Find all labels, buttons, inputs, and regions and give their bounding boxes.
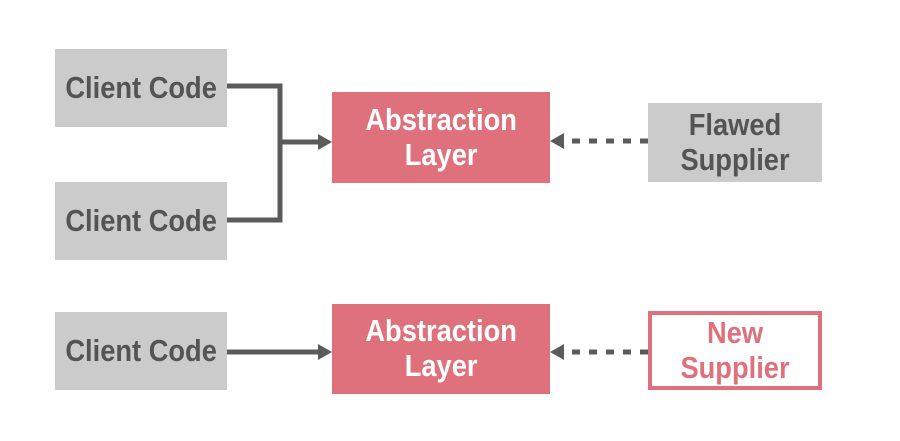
merge-connector-line: [227, 83, 283, 223]
abstraction-line1: Abstraction: [365, 101, 517, 137]
client-code-box-3: Client Code: [55, 312, 227, 390]
abstraction-layer-label: Abstraction Layer: [365, 101, 517, 172]
dashed-arrow-bottom-head: [550, 344, 564, 360]
abstraction-layer-box-bottom: Abstraction Layer: [332, 304, 550, 394]
client-code-label: Client Code: [65, 69, 217, 105]
abstraction-line2: Layer: [404, 348, 478, 383]
client-code-box-2: Client Code: [55, 182, 227, 260]
client-code-label: Client Code: [65, 332, 217, 368]
new-supplier-label: New Supplier: [680, 314, 790, 385]
flawed-line1: Flawed: [688, 106, 782, 142]
abstraction-layer-label: Abstraction Layer: [365, 313, 517, 383]
flawed-supplier-box: Flawed Supplier: [648, 103, 822, 182]
client-code-label: Client Code: [65, 202, 217, 238]
new-supplier-line1: New: [706, 314, 764, 350]
abstraction-layer-box-top: Abstraction Layer: [332, 92, 550, 183]
new-supplier-line2: Supplier: [680, 349, 790, 385]
abstraction-line2: Layer: [404, 136, 478, 172]
flawed-line2: Supplier: [680, 141, 790, 177]
client-code-box-1: Client Code: [55, 49, 227, 127]
solid-arrow-bottom-head: [318, 344, 332, 360]
merge-arrow-head: [318, 134, 332, 150]
dashed-arrow-top-head: [550, 133, 564, 149]
new-supplier-box: New Supplier: [648, 311, 822, 390]
abstraction-line1: Abstraction: [365, 313, 517, 349]
flawed-supplier-label: Flawed Supplier: [680, 106, 790, 177]
